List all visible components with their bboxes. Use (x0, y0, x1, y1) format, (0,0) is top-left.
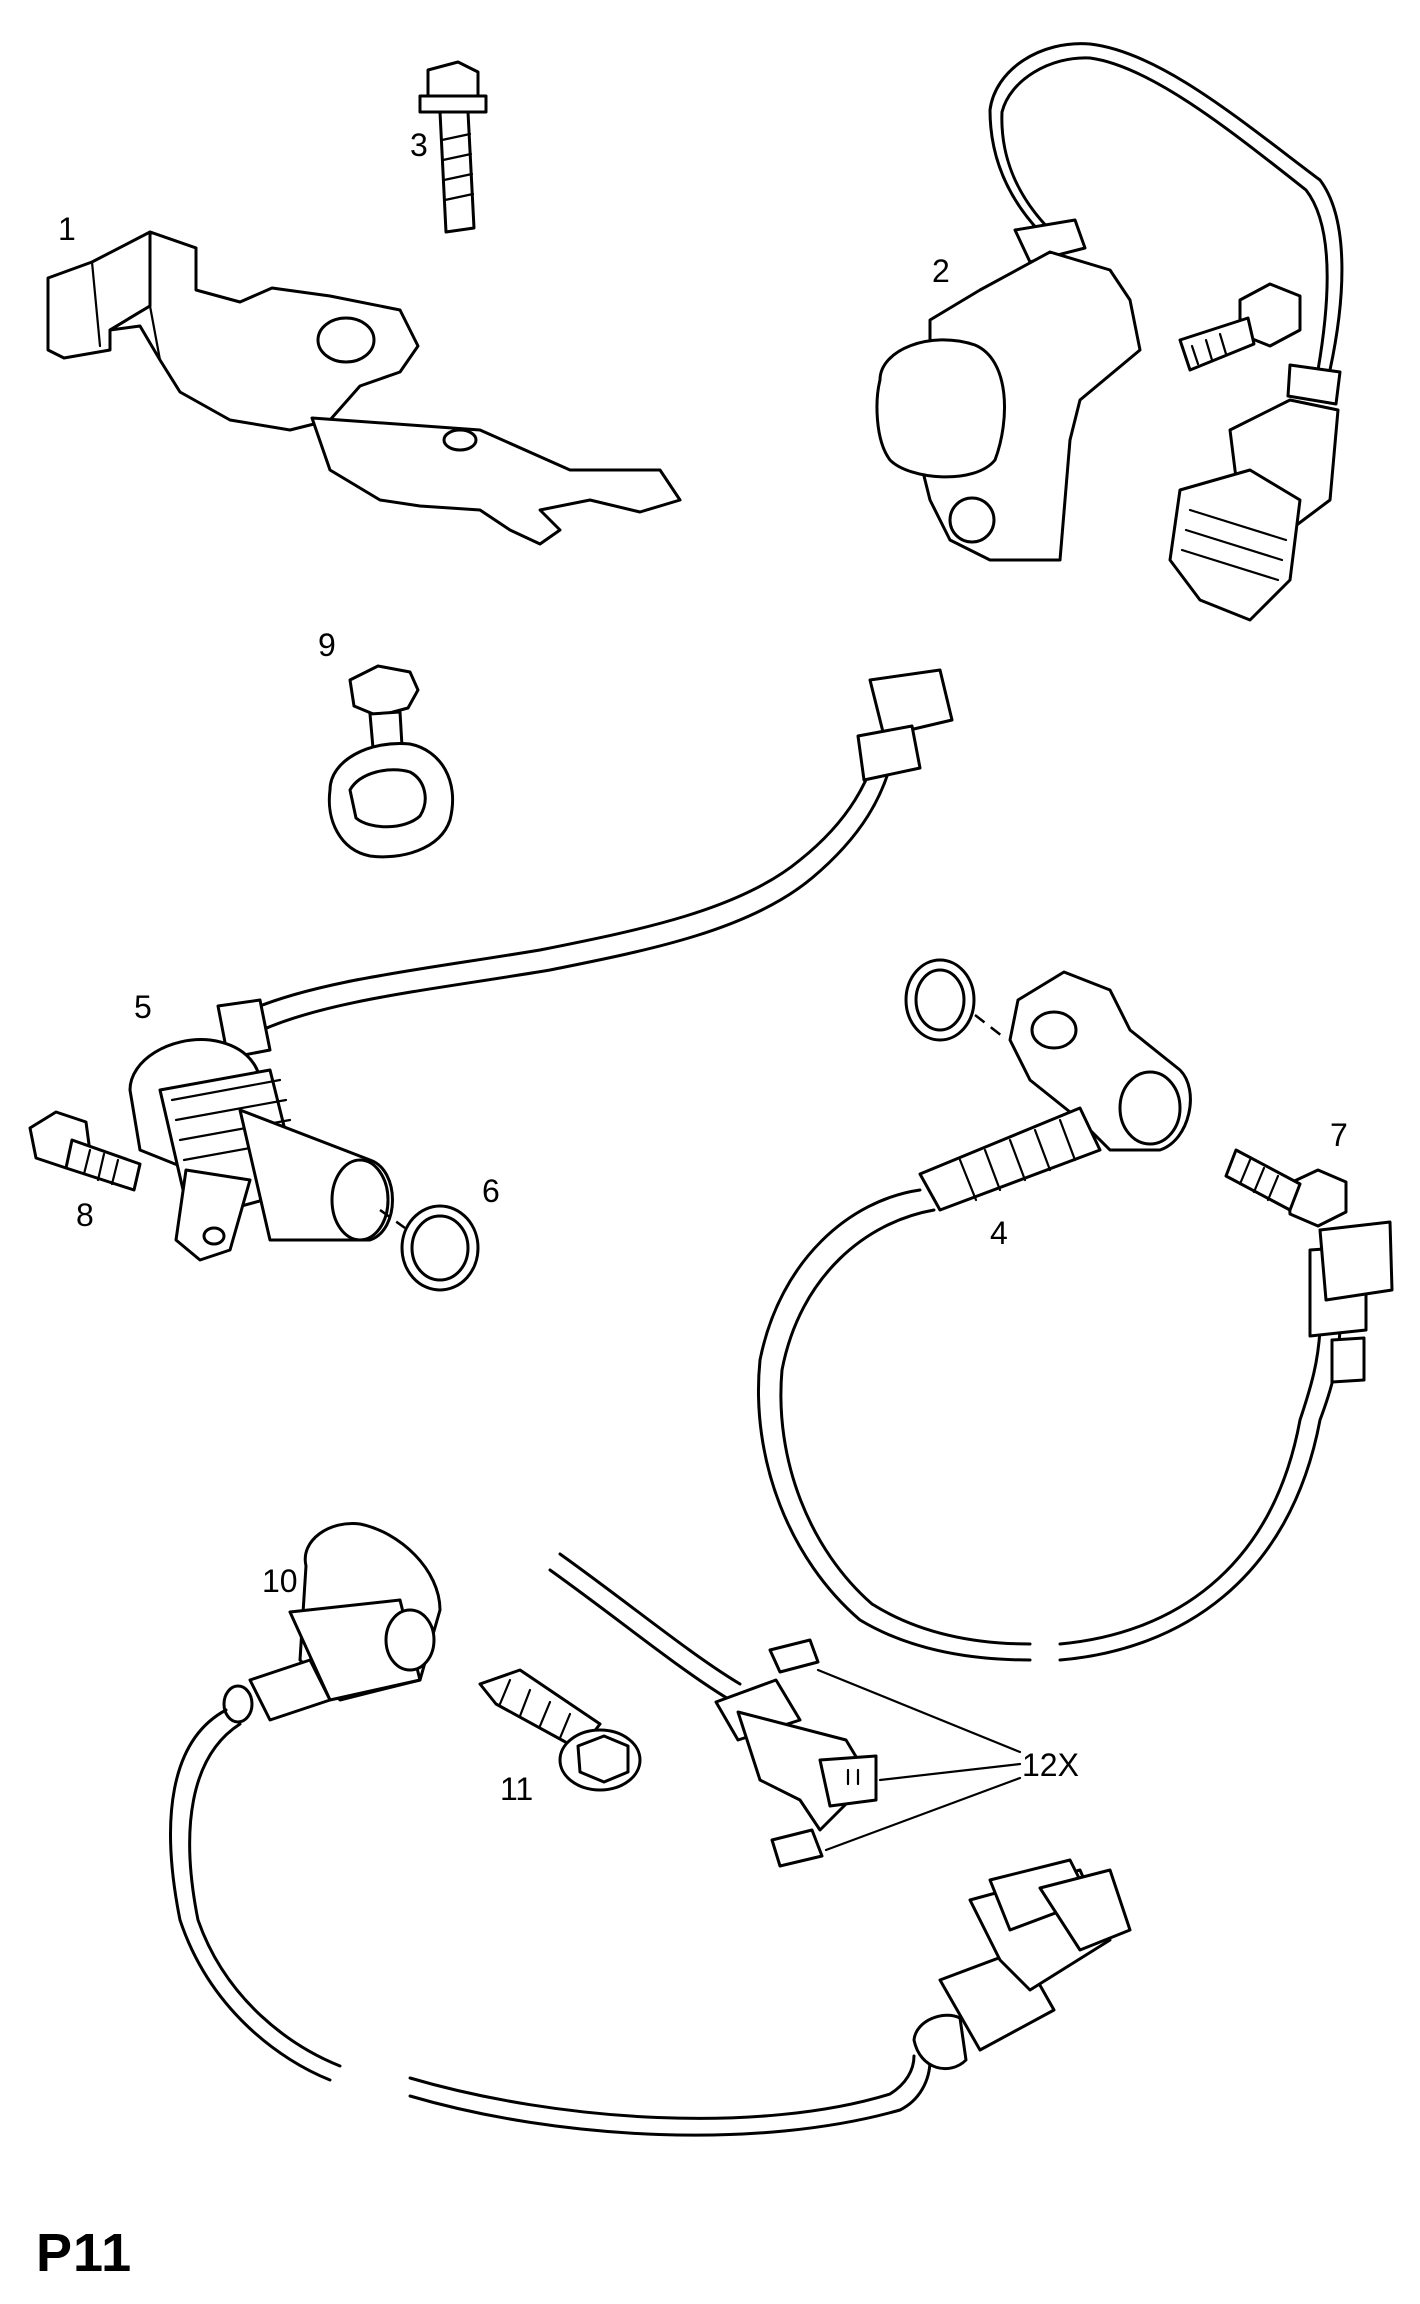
callout-12x: 12X (1022, 1747, 1079, 1783)
callout-5: 5 (134, 989, 152, 1025)
callout-3: 3 (410, 127, 428, 163)
part-7-bolt (1224, 1148, 1348, 1228)
callout-2: 2 (932, 253, 950, 289)
callout-8: 8 (76, 1197, 94, 1233)
sheet-code: P11 (36, 2223, 133, 2283)
callout-4: 4 (990, 1215, 1008, 1251)
callout-1: 1 (58, 211, 76, 247)
part-4-sensor (756, 958, 1394, 1662)
part-12x-connector-set (548, 1552, 1022, 1868)
callout-6: 6 (482, 1173, 500, 1209)
part-2-fixing-bolt (1178, 282, 1302, 372)
part-5-crankshaft-sensor (128, 668, 954, 1262)
callout-7: 7 (1330, 1117, 1348, 1153)
part-2-camshaft-sensor (875, 42, 1344, 622)
part-6-o-ring (379, 1204, 480, 1292)
part-10-knock-sensor (169, 1522, 1132, 2137)
part-8-bolt (28, 1110, 142, 1192)
callout-10: 10 (262, 1563, 298, 1599)
callout-9: 9 (318, 627, 336, 663)
part-9-clip (327, 664, 455, 859)
callout-labels: 1 2 3 4 5 6 7 8 9 10 11 12X (58, 127, 1348, 1807)
part-1-sensor-bracket (46, 230, 682, 546)
callout-11: 11 (500, 1771, 533, 1807)
part-11-bolt (478, 1668, 642, 1792)
part-3-bolt (418, 60, 488, 234)
